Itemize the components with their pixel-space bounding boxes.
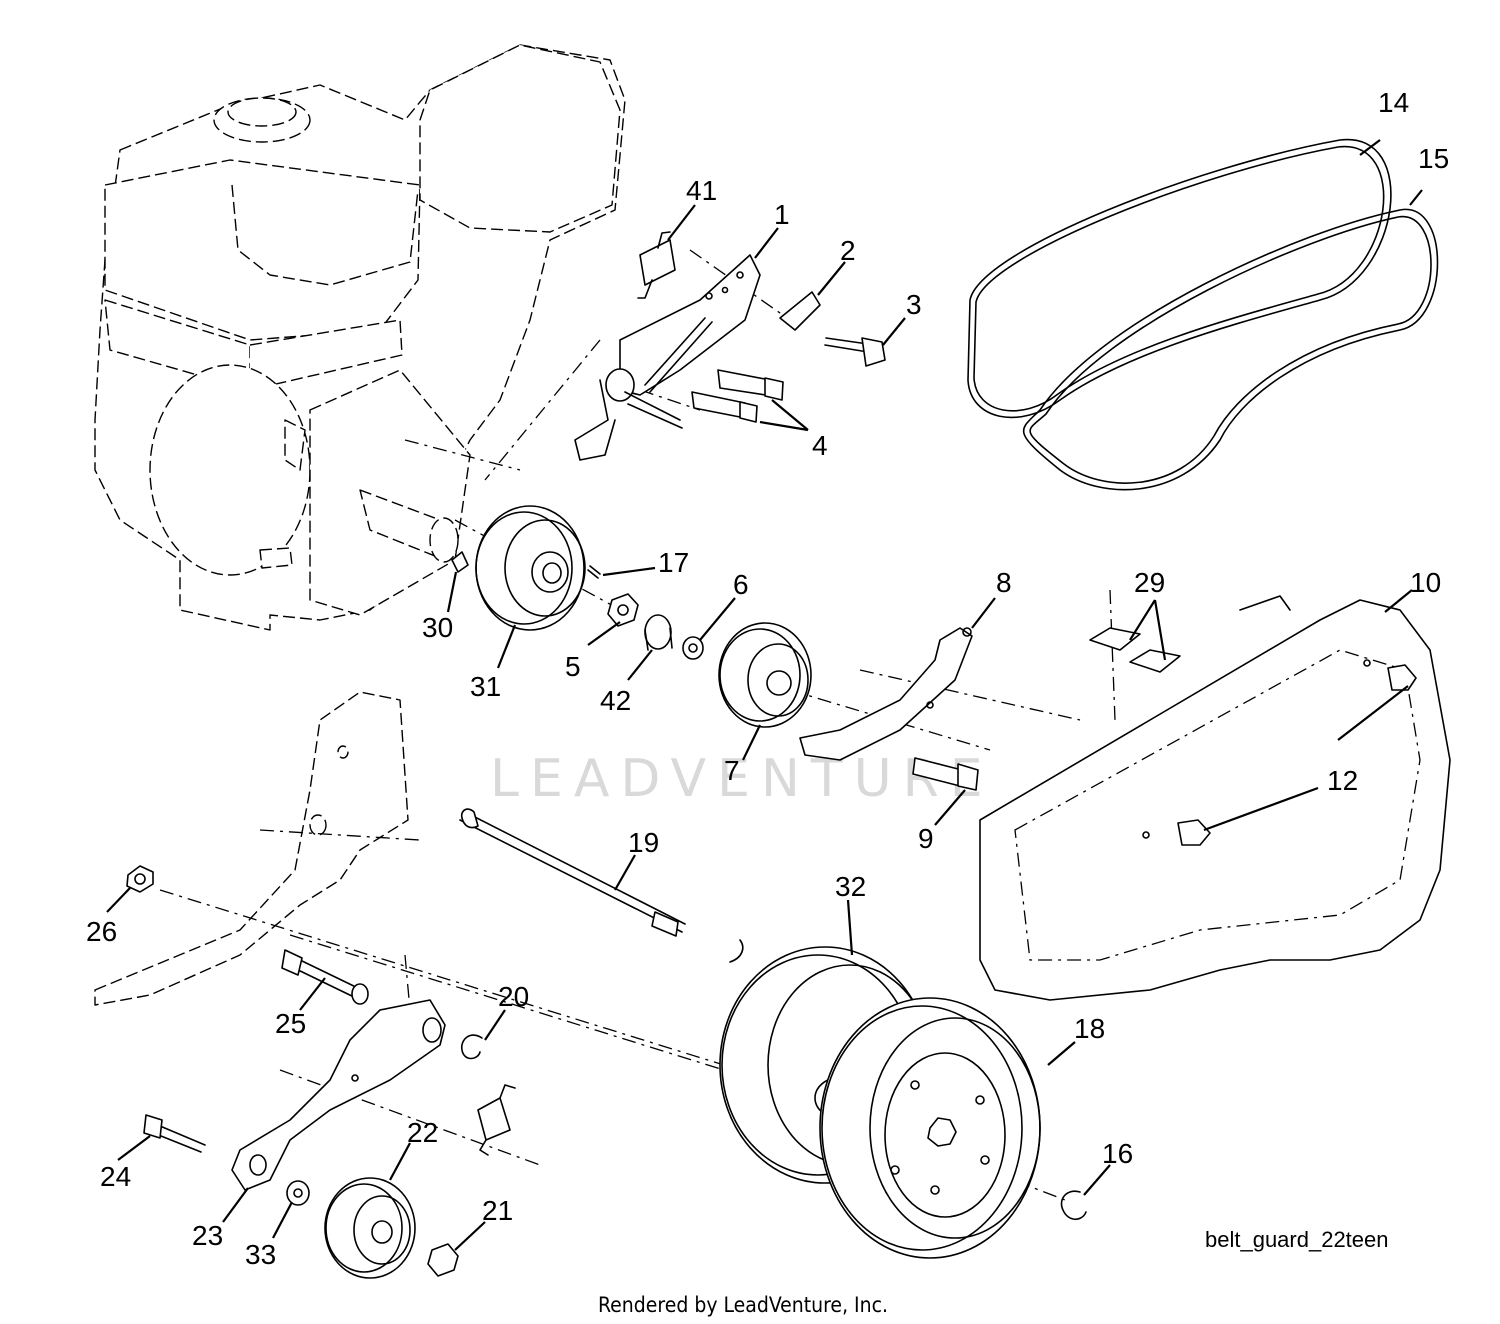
idler-pulley [718,622,812,728]
spring [637,231,676,299]
callout-16: 16 [1102,1138,1133,1169]
callout-1: 1 [774,199,790,230]
callout-26: 26 [86,916,117,947]
idler-arm [231,999,446,1191]
transmission-pulley-18 [819,997,1041,1259]
e-ring-16 [1060,1190,1087,1221]
spacer-42 [644,614,673,651]
callout-18: 18 [1074,1013,1105,1044]
frame-phantom [94,691,409,1006]
e-ring-20 [460,1034,483,1060]
engine-phantom [94,44,626,631]
callout-4: 4 [812,430,828,461]
callout-15: 15 [1418,143,1449,174]
callout-41: 41 [686,175,717,206]
callout-32: 32 [835,871,866,902]
callout-30: 30 [422,612,453,643]
callout-2: 2 [840,235,856,266]
belt-guard [979,595,1451,1001]
bolt-3 [824,337,886,367]
idler-bracket [574,254,761,461]
callout-14: 14 [1378,87,1409,118]
watermark: LEADVENTURE [490,749,994,809]
callout-10: 10 [1410,567,1441,598]
pivot-pin [281,949,369,1005]
callout-8: 8 [996,567,1012,598]
callout-29: 29 [1134,567,1165,598]
callout-20: 20 [498,981,529,1012]
callout-labels: 14 15 41 1 2 3 4 17 6 8 29 10 30 5 31 42… [86,87,1449,1270]
key-30 [451,551,469,573]
callout-42: 42 [600,685,631,716]
leader-lines [106,139,1423,1251]
callout-25: 25 [275,1008,306,1039]
nut-26 [126,865,154,893]
small-pulley [324,1177,416,1279]
nut-5 [607,593,639,627]
washer-6 [682,636,704,660]
callout-17: 17 [658,547,689,578]
callout-5: 5 [565,651,581,682]
callout-3: 3 [906,289,922,320]
assembly-lines [159,249,1116,1201]
spring-lower [477,1084,516,1156]
diagram-reference-code: belt_guard_22teen [1205,1227,1389,1252]
render-credit: Rendered by LeadVenture, Inc. [598,1293,888,1317]
engine-pulley [475,505,586,631]
key-17 [587,565,601,579]
callout-33: 33 [245,1239,276,1270]
clip [779,291,821,331]
callout-7: 7 [724,755,740,786]
drive-belts [967,138,1439,491]
callout-19: 19 [628,827,659,858]
shoulder-bolts [691,369,784,423]
callout-23: 23 [192,1220,223,1251]
acorn-nuts [1142,659,1417,846]
callout-6: 6 [733,569,749,600]
bolt-24 [143,1114,206,1153]
guard-bracket [799,627,973,761]
clip-tabs [1089,627,1181,673]
nut-21 [427,1243,459,1277]
shaft [459,808,744,963]
washer-33 [286,1180,310,1206]
callout-12: 12 [1327,765,1358,796]
callout-24: 24 [100,1161,131,1192]
callout-21: 21 [482,1195,513,1226]
callout-31: 31 [470,671,501,702]
bolt-9 [912,757,979,791]
callout-9: 9 [918,823,934,854]
callout-22: 22 [407,1117,438,1148]
